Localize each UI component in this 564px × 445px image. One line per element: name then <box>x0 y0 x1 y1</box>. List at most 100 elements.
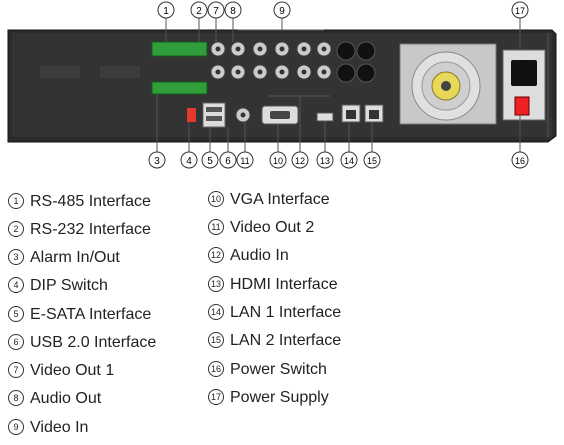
callout-6: 6 <box>219 151 237 169</box>
callout-7: 7 <box>207 1 225 19</box>
bnc-video-in-row-1 <box>230 41 332 57</box>
svg-text:12: 12 <box>295 156 305 166</box>
legend-label: Video In <box>30 419 89 436</box>
vga-port <box>261 105 299 125</box>
hdmi-port <box>316 112 334 122</box>
svg-text:8: 8 <box>230 6 236 17</box>
svg-text:5: 5 <box>207 156 213 167</box>
legend-item-8: 8 Audio Out <box>8 390 101 408</box>
callout-10: 10 <box>269 151 287 169</box>
legend-number: 10 <box>208 191 224 207</box>
legend-number: 9 <box>8 419 24 435</box>
callout-1: 1 <box>157 1 175 19</box>
callout-11: 11 <box>236 151 254 169</box>
svg-text:17: 17 <box>515 6 525 16</box>
bnc-audio-out <box>210 64 226 80</box>
legend-item-2: 2 RS-232 Interface <box>8 221 151 239</box>
usb-esata-block <box>202 102 226 128</box>
svg-text:15: 15 <box>367 156 377 166</box>
svg-text:2: 2 <box>196 6 202 17</box>
lan-ports <box>341 104 384 123</box>
callout-13: 13 <box>316 151 334 169</box>
legend-item-12: 12 Audio In <box>208 247 289 265</box>
legend-label: LAN 2 Interface <box>230 332 342 349</box>
legend-label: VGA Interface <box>230 191 330 208</box>
legend-number: 7 <box>8 362 24 378</box>
callout-4: 4 <box>180 151 198 169</box>
bnc-video-out-1 <box>210 41 226 57</box>
rs485-terminal <box>151 41 208 57</box>
legend-item-14: 14 LAN 1 Interface <box>208 304 341 322</box>
legend-label: Video Out 2 <box>230 219 315 236</box>
callout-17: 17 <box>511 1 529 19</box>
legend-number: 6 <box>8 334 24 350</box>
svg-text:14: 14 <box>344 156 354 166</box>
legend-number: 17 <box>208 389 224 405</box>
svg-text:1: 1 <box>163 6 169 17</box>
svg-text:9: 9 <box>279 6 285 17</box>
legend-label: DIP Switch <box>30 277 108 294</box>
legend-item-5: 5 E-SATA Interface <box>8 306 151 324</box>
legend-label: Video Out 1 <box>30 362 115 379</box>
svg-text:11: 11 <box>240 156 249 166</box>
callout-3: 3 <box>148 151 166 169</box>
svg-text:13: 13 <box>320 156 330 166</box>
callout-8: 8 <box>224 1 242 19</box>
legend-item-4: 4 DIP Switch <box>8 277 108 295</box>
legend-item-15: 15 LAN 2 Interface <box>208 332 341 350</box>
legend-number: 15 <box>208 332 224 348</box>
legend-item-10: 10 VGA Interface <box>208 191 330 209</box>
legend-number: 3 <box>8 249 24 265</box>
legend-label: USB 2.0 Interface <box>30 334 157 351</box>
legend-label: E-SATA Interface <box>30 306 152 323</box>
power-inlet <box>502 49 546 121</box>
svg-text:3: 3 <box>154 156 160 167</box>
legend-label: RS-232 Interface <box>30 221 151 238</box>
model-label <box>100 66 140 78</box>
svg-text:6: 6 <box>225 156 231 167</box>
callout-15: 15 <box>363 151 381 169</box>
legend-number: 1 <box>8 193 24 209</box>
legend-label: Audio In <box>230 247 289 264</box>
audio-in-sockets <box>336 41 376 83</box>
callout-16: 16 <box>511 151 529 169</box>
svg-text:10: 10 <box>273 156 283 166</box>
legend-item-9: 9 Video In <box>8 419 88 437</box>
svg-text:16: 16 <box>515 156 525 166</box>
legend-item-11: 11 Video Out 2 <box>208 219 314 237</box>
legend-item-6: 6 USB 2.0 Interface <box>8 334 156 352</box>
alarm-terminal <box>151 81 208 95</box>
legend-number: 2 <box>8 221 24 237</box>
leader-lines <box>156 18 521 152</box>
legend-item-7: 7 Video Out 1 <box>8 362 114 380</box>
svg-text:4: 4 <box>186 156 192 167</box>
callout-12: 12 <box>291 151 309 169</box>
legend-label: HDMI Interface <box>230 276 338 293</box>
legend-number: 16 <box>208 361 224 377</box>
power-supply-fan <box>399 43 497 125</box>
legend-label: RS-485 Interface <box>30 193 151 210</box>
legend-label: Alarm In/Out <box>30 249 120 266</box>
callout-9: 9 <box>273 1 291 19</box>
legend-label: Power Switch <box>230 361 327 378</box>
legend-item-3: 3 Alarm In/Out <box>8 249 120 267</box>
legend-number: 8 <box>8 390 24 406</box>
legend-item-1: 1 RS-485 Interface <box>8 193 151 211</box>
legend-number: 4 <box>8 277 24 293</box>
legend-label: Audio Out <box>30 390 102 407</box>
callout-14: 14 <box>340 151 358 169</box>
serial-label <box>40 66 80 78</box>
callout-2: 2 <box>190 1 208 19</box>
legend-label: LAN 1 Interface <box>230 304 342 321</box>
callout-5: 5 <box>201 151 219 169</box>
bnc-video-in-row-2 <box>230 64 332 80</box>
bnc-video-out-2 <box>235 107 251 123</box>
dip-switch <box>187 108 196 122</box>
legend-number: 12 <box>208 247 224 263</box>
legend-number: 14 <box>208 304 224 320</box>
legend-number: 5 <box>8 306 24 322</box>
legend-number: 11 <box>208 219 224 235</box>
